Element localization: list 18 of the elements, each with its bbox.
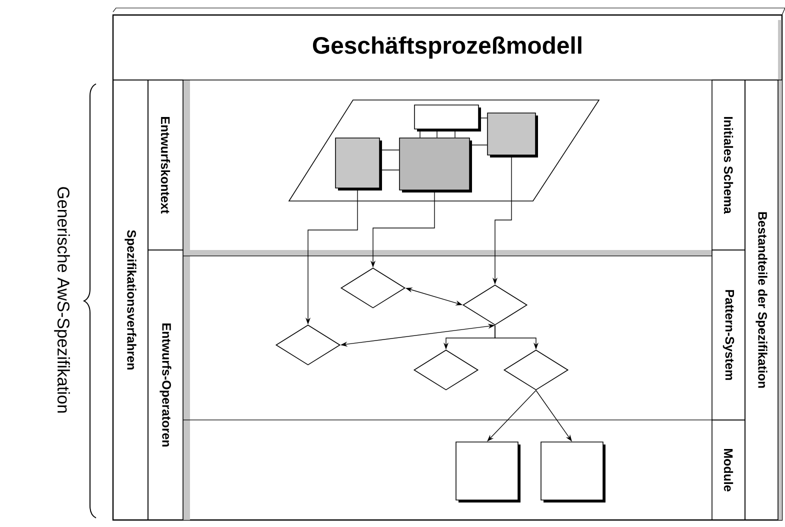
header-band: Geschäftsprozeßmodell xyxy=(112,14,782,80)
column-label: Entwurfs-Operatoren xyxy=(148,250,184,520)
column-label: Initiales Schema xyxy=(712,80,746,250)
entity-box xyxy=(487,112,538,158)
column-label: Module xyxy=(712,420,746,520)
column-label: Pattern-System xyxy=(712,250,746,420)
module-box xyxy=(540,442,606,502)
module-box xyxy=(456,442,520,502)
entity-box xyxy=(335,138,382,190)
connector-line xyxy=(454,129,456,138)
side-label: Generische AwS-Spezifikation xyxy=(54,187,70,413)
column-label: Entwurfskontext xyxy=(148,80,184,250)
connector-line xyxy=(436,129,438,138)
connector-line xyxy=(470,144,488,146)
column-label: Spezifikationsverfahren xyxy=(112,80,148,520)
entity-box xyxy=(399,138,472,192)
column-label: Bestandteile der Spezifikation xyxy=(744,80,778,520)
entity-box xyxy=(414,104,481,132)
